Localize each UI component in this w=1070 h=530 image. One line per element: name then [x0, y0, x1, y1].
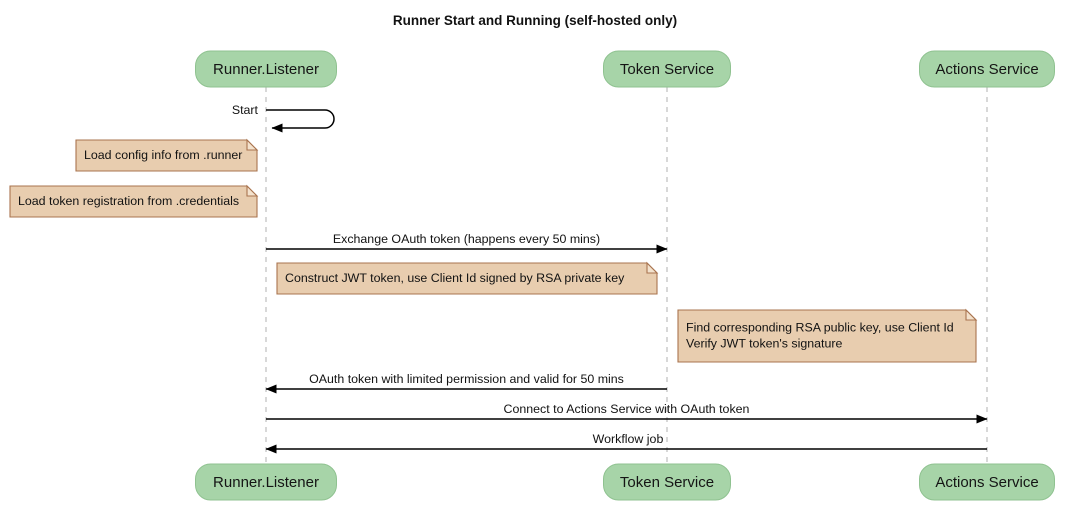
- actor-box-shape: [603, 50, 731, 88]
- actor-actions-top[interactable]: Actions Service: [919, 50, 1055, 88]
- message-workflow-job[interactable]: Workflow job: [265, 432, 987, 454]
- actor-token-top[interactable]: Token Service: [603, 50, 731, 88]
- note-fold-corner: [965, 308, 978, 321]
- message-label: OAuth token with limited permission and …: [309, 372, 624, 386]
- actor-label: Token Service: [620, 474, 714, 491]
- message-connect-actions[interactable]: Connect to Actions Service with OAuth to…: [266, 402, 988, 424]
- actor-label: Actions Service: [935, 474, 1038, 491]
- note-verify-jwt: Find corresponding RSA public key, use C…: [677, 308, 978, 363]
- actor-runner-bottom[interactable]: Runner.Listener: [195, 463, 337, 501]
- note-line: Verify JWT token's signature: [686, 336, 843, 350]
- actor-runner-top[interactable]: Runner.Listener: [195, 50, 337, 88]
- message-start[interactable]: Start: [232, 103, 335, 133]
- actor-box-shape: [195, 463, 337, 501]
- message-label: Exchange OAuth token (happens every 50 m…: [333, 232, 600, 246]
- actor-box-shape: [195, 50, 337, 88]
- note-line: Construct JWT token, use Client Id signe…: [285, 271, 625, 285]
- note-body: [677, 309, 977, 363]
- page-title: Runner Start and Running (self-hosted on…: [393, 13, 677, 28]
- note-line: Load token registration from .credential…: [18, 194, 239, 208]
- note-line: Find corresponding RSA public key, use C…: [686, 320, 954, 334]
- actor-actions-bottom[interactable]: Actions Service: [919, 463, 1055, 501]
- actor-box-shape: [919, 50, 1055, 88]
- actor-label: Runner.Listener: [213, 474, 319, 491]
- note-body: [9, 185, 258, 218]
- message-exchange-oauth[interactable]: Exchange OAuth token (happens every 50 m…: [266, 232, 668, 254]
- note-construct-jwt: Construct JWT token, use Client Id signe…: [276, 261, 659, 295]
- message-label: Connect to Actions Service with OAuth to…: [504, 402, 750, 416]
- note-line: Load config info from .runner: [84, 148, 242, 162]
- note-body: [276, 262, 658, 295]
- note-load-config: Load config info from .runner: [75, 138, 259, 172]
- message-label: Start: [232, 103, 259, 117]
- note-body: [75, 139, 258, 172]
- lifelines-group: [265, 87, 988, 464]
- actor-label: Runner.Listener: [213, 61, 319, 78]
- actor-token-bottom[interactable]: Token Service: [603, 463, 731, 501]
- note-fold-corner: [646, 261, 659, 274]
- actor-box-shape: [919, 463, 1055, 501]
- actor-box-shape: [603, 463, 731, 501]
- note-fold-corner: [246, 138, 259, 151]
- message-oauth-token-return[interactable]: OAuth token with limited permission and …: [265, 372, 667, 394]
- actor-label: Actions Service: [935, 61, 1038, 78]
- self-loop-path: [266, 109, 335, 133]
- note-fold-corner: [246, 184, 259, 197]
- note-load-token: Load token registration from .credential…: [9, 184, 259, 218]
- message-label: Workflow job: [593, 432, 664, 446]
- actor-label: Token Service: [620, 61, 714, 78]
